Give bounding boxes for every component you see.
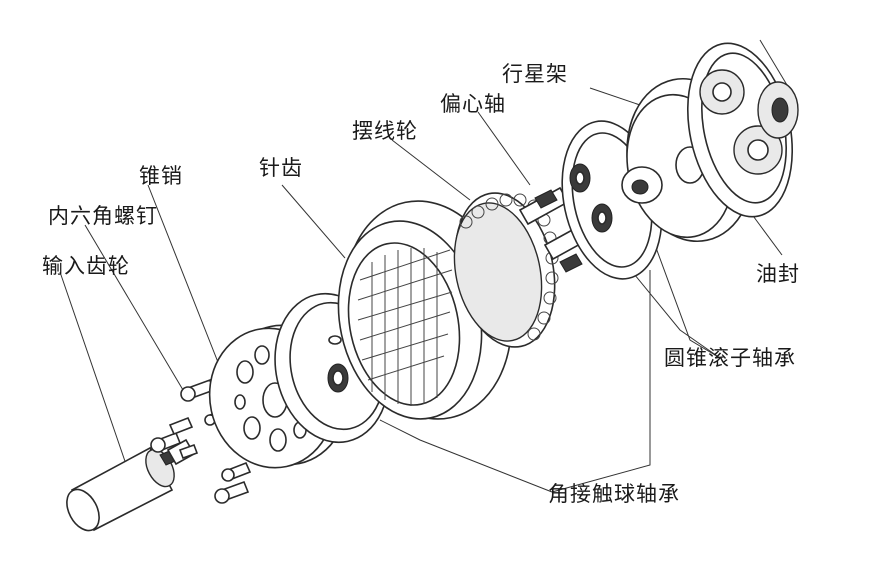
leader-lines bbox=[59, 39, 791, 493]
leader-top-right bbox=[759, 39, 791, 91]
input-gear-part bbox=[66, 438, 196, 532]
label-taper-pin: 锥销 bbox=[139, 164, 183, 188]
output-end bbox=[686, 42, 799, 218]
label-planet-carrier: 行星架 bbox=[502, 62, 568, 86]
leader-cycloid bbox=[391, 139, 471, 201]
label-cycloid-wheel: 摆线轮 bbox=[352, 119, 418, 143]
leader-angular-2 bbox=[379, 419, 553, 493]
leader-carrier bbox=[589, 87, 641, 106]
label-input-gear: 输入齿轮 bbox=[42, 254, 130, 278]
label-angular-contact-bearing: 角接触球轴承 bbox=[548, 482, 680, 506]
label-pin-teeth: 针齿 bbox=[259, 156, 303, 180]
label-tapered-roller-bearing: 圆锥滚子轴承 bbox=[664, 346, 796, 370]
leader-taper-pin bbox=[147, 184, 226, 381]
housing-part bbox=[337, 200, 513, 420]
label-oil-seal: 油封 bbox=[756, 262, 800, 286]
label-hex-screw: 内六角螺钉 bbox=[48, 204, 158, 228]
leader-eccentric bbox=[477, 111, 531, 186]
label-eccentric-shaft: 偏心轴 bbox=[440, 92, 506, 116]
leader-hex-screw bbox=[84, 224, 187, 396]
leader-input-gear bbox=[59, 271, 129, 471]
leader-tapered-2 bbox=[654, 244, 721, 359]
cycloid-part bbox=[453, 192, 559, 348]
leader-pin-teeth bbox=[281, 184, 346, 259]
leader-angular-1 bbox=[551, 270, 651, 493]
